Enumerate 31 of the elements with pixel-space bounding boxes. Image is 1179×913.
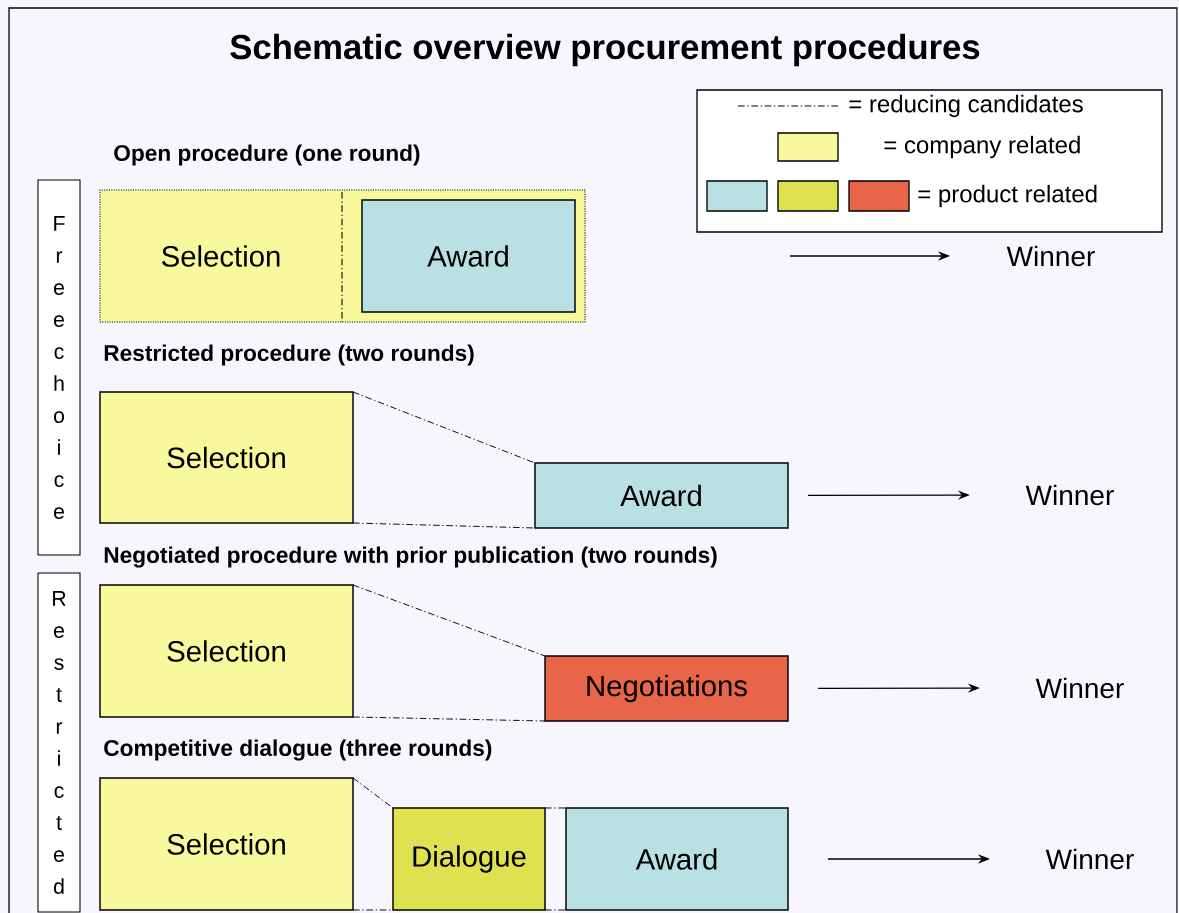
step-text: Selection [162,245,280,267]
reducing-line [352,777,394,809]
step-box: Negotiations [544,655,789,722]
section-heading: Open procedure (one round) [114,144,420,166]
step-box: Selection [99,391,354,524]
section-heading: Restricted procedure (two rounds) [104,344,474,366]
reducing-line [352,522,536,529]
reducing-line [352,391,536,464]
step-box: Selection [99,777,354,911]
winner-text: Winner [1006,245,1095,267]
winner-text: Winner [1045,848,1134,870]
winner-text: Winner [1025,484,1114,506]
legend-text: = company related [884,135,1080,159]
legend-text: = reducing candidates [849,94,1083,118]
step-box: Dialogue [392,807,546,911]
reducing-line [544,909,567,911]
winner-text: Winner [1035,677,1124,699]
reducing-line [544,807,567,809]
step-box: Award [361,199,576,313]
step-box: Award [565,807,789,911]
side-band: Freechoice [37,179,81,556]
step-box: Award [534,462,789,529]
section-heading: Negotiated procedure with prior publication (two rounds) [104,546,717,568]
section-heading: Competitive dialogue (three rounds) [104,739,492,761]
legend-text: = product related [918,184,1097,208]
step-box: Selection [99,584,354,718]
reducing-line [352,584,546,657]
reducing-line [352,909,394,911]
side-band: Restricted [37,572,81,913]
title: Schematic overview procurement procedures [230,33,980,67]
reducing-line [352,716,546,722]
